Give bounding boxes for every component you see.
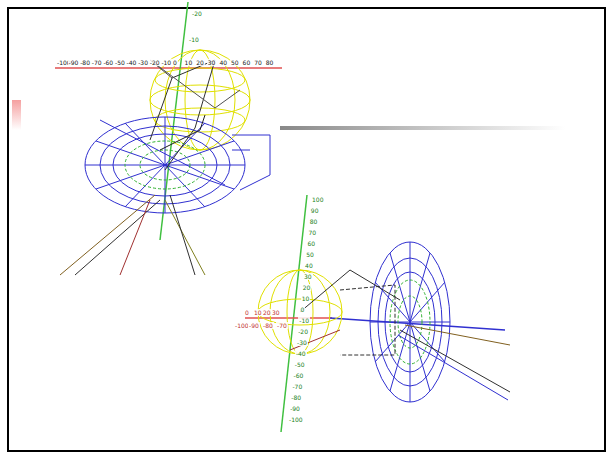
axis-tick-label: 0 [172,59,178,66]
axis-tick-label: -70 [276,322,288,329]
axis-tick-label: 50 [230,59,240,66]
axis-tick-label: -60 [102,59,114,66]
axis-tick-label: 90 [310,207,320,214]
axis-tick-label: -70 [291,383,303,390]
axis-tick-label: -20 [191,10,203,17]
axis-tick-label: -40 [126,59,138,66]
axis-tick-label: -50 [294,361,306,368]
axis-tick-label: -10 [298,317,310,324]
axis-tick-label: -100 [288,416,304,423]
axis-tick-label: -20 [149,59,161,66]
axis-tick-label: 20 [195,59,205,66]
axis-tick-label: 80 [265,59,275,66]
axis-tick-label: -40 [295,350,307,357]
axis-tick-label: 70 [308,229,318,236]
axis-tick-label: -80 [79,59,91,66]
axis-tick-label: 10 [301,295,311,302]
axis-tick-label: 10 [184,59,194,66]
axis-tick-label: -80 [290,394,302,401]
axis-tick-label: 30 [271,309,281,316]
axis-tick-label: 50 [305,251,315,258]
axis-tick-label: 30 [303,273,313,280]
axis-tick-label: -10 [188,36,200,43]
axis-tick-label: -60 [293,372,305,379]
axis-tick-label: 30 [207,59,217,66]
axis-tick-label: -90 [289,405,301,412]
axis-tick-label: 40 [304,262,314,269]
axis-tick-label: -30 [137,59,149,66]
axis-tick-label: -90 [68,59,80,66]
axis-tick-label: 60 [242,59,252,66]
axis-tick-label: 40 [218,59,228,66]
axis-tick-label: 70 [253,59,263,66]
axis-tick-label: 20 [302,284,312,291]
axis-tick-label: 60 [306,240,316,247]
axis-tick-label: -20 [297,328,309,335]
axis-tick-label: -10 [160,59,172,66]
axis-tick-label: -90 [248,322,260,329]
axis-tick-label: 0 [244,309,250,316]
axis-tick-label: -50 [114,59,126,66]
axis-tick-label: -80 [262,322,274,329]
axis-tick-label: -70 [91,59,103,66]
axis-tick-label: 0 [300,306,306,313]
axis-tick-label: -30 [296,339,308,346]
axis-tick-label: 100 [311,196,324,203]
axis-tick-label: 80 [309,218,319,225]
